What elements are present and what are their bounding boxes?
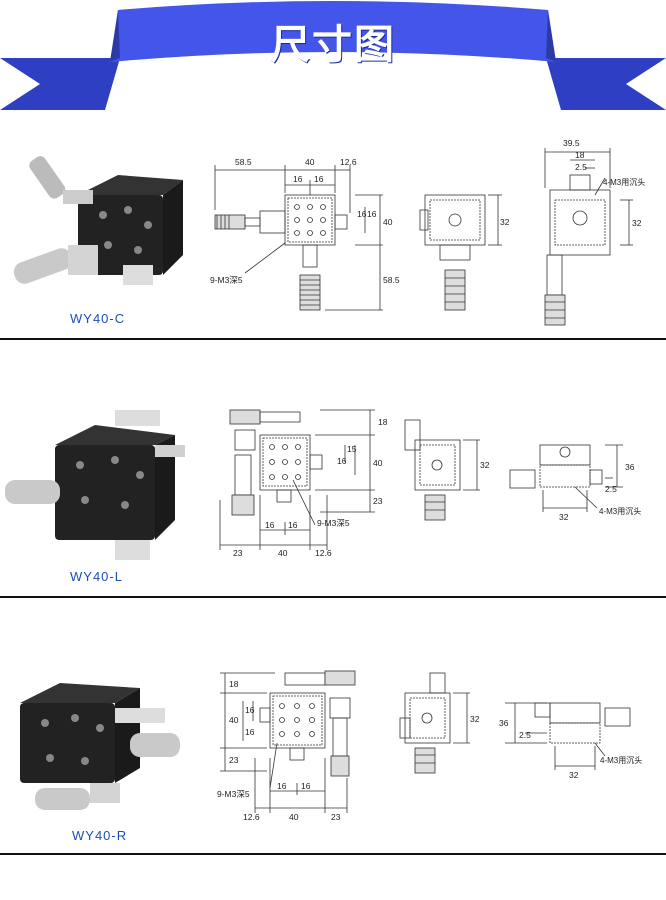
side-height: 32 xyxy=(470,714,480,724)
hole-note: 9-M3深5 xyxy=(317,518,350,528)
front-view-drawing: 18 15 40 16 23 23 40 12.6 16 16 9-M3深5 xyxy=(219,409,388,558)
side-height: 32 xyxy=(480,460,490,470)
dim-right: 23 xyxy=(331,812,341,822)
end-view-drawing: 39.5 18 2.5 32 4-M3用沉头 xyxy=(544,138,645,326)
side-view-drawing: 32 xyxy=(419,194,510,311)
dim-half-b: 16 xyxy=(314,174,324,184)
dim-left: 23 xyxy=(233,548,243,558)
dim-v-40: 40 xyxy=(383,217,393,227)
dim-v-23: 23 xyxy=(373,496,383,506)
dim-left: 58.5 xyxy=(235,157,252,167)
end-hole-note: 4-M3用沉头 xyxy=(603,177,645,187)
section-divider xyxy=(0,596,666,598)
dim-half-b: 16 xyxy=(288,520,298,530)
dim-v-40: 40 xyxy=(373,458,383,468)
side-height: 32 xyxy=(500,217,510,227)
model-label: WY40-R xyxy=(72,828,128,843)
end-hole-note: 4-M3用沉头 xyxy=(599,506,641,516)
model-label: WY40-C xyxy=(70,311,126,326)
end-height: 32 xyxy=(632,218,642,228)
dim-v-16b: 16 xyxy=(245,727,255,737)
dim-width: 40 xyxy=(289,812,299,822)
model-label: WY40-L xyxy=(70,569,123,584)
section-wy40-l: WY40-L 18 15 40 16 23 23 40 12.6 16 16 9… xyxy=(0,345,666,595)
section-wy40-r: WY40-R 18 40 16 16 23 12.6 40 23 16 16 9… xyxy=(0,603,666,853)
front-view-drawing: 18 40 16 16 23 12.6 40 23 16 16 9-M3深5 xyxy=(217,670,356,822)
dim-v-16b: 16 xyxy=(367,209,377,219)
dim-width: 40 xyxy=(305,157,315,167)
end-height: 36 xyxy=(499,718,509,728)
section-divider xyxy=(0,853,666,855)
dim-v-16a: 16 xyxy=(245,705,255,715)
section-divider xyxy=(0,338,666,340)
dim-v-23: 23 xyxy=(229,755,239,765)
end-small: 2.5 xyxy=(519,730,531,740)
product-photo-wy40-c xyxy=(13,156,183,285)
end-view-drawing: 36 2.5 32 4-M3用沉头 xyxy=(509,444,641,522)
dim-v-15: 15 xyxy=(347,444,357,454)
side-view-drawing: 32 xyxy=(399,672,480,774)
dim-right: 12.6 xyxy=(315,548,332,558)
section-wy40-c: WY40-C 58.5 40 12.6 16 16 16 16 40 58.5 … xyxy=(0,125,666,340)
end-inner: 18 xyxy=(575,150,585,160)
dim-top: 18 xyxy=(229,679,239,689)
end-height: 36 xyxy=(625,462,635,472)
dim-right: 12.6 xyxy=(340,157,357,167)
end-small: 2.5 xyxy=(575,162,587,172)
end-width: 39.5 xyxy=(563,138,580,148)
hole-note: 9-M3深5 xyxy=(217,789,250,799)
end-hole-note: 4-M3用沉头 xyxy=(600,755,642,765)
ribbon-banner-graphic xyxy=(0,1,666,110)
dim-half-b: 16 xyxy=(301,781,311,791)
end-view-drawing: 36 2.5 32 4-M3用沉头 xyxy=(499,702,642,780)
dim-left: 12.6 xyxy=(243,812,260,822)
dim-half-a: 16 xyxy=(277,781,287,791)
side-view-drawing: 32 xyxy=(404,419,490,521)
dim-v-40: 40 xyxy=(229,715,239,725)
dim-half-a: 16 xyxy=(293,174,303,184)
dim-width: 40 xyxy=(278,548,288,558)
product-photo-wy40-l xyxy=(5,410,185,560)
product-photo-wy40-r xyxy=(20,683,180,810)
banner-title: 尺寸图 xyxy=(270,22,396,68)
end-small: 2.5 xyxy=(605,484,617,494)
dim-half-a: 16 xyxy=(265,520,275,530)
dim-top: 18 xyxy=(378,417,388,427)
dim-v-16: 16 xyxy=(337,456,347,466)
dim-v-16a: 16 xyxy=(357,209,367,219)
end-width: 32 xyxy=(559,512,569,522)
front-view-drawing: 58.5 40 12.6 16 16 16 16 40 58.5 9-M3深5 xyxy=(210,157,400,311)
dim-bottom: 58.5 xyxy=(383,275,400,285)
end-width: 32 xyxy=(569,770,579,780)
hole-note: 9-M3深5 xyxy=(210,275,243,285)
